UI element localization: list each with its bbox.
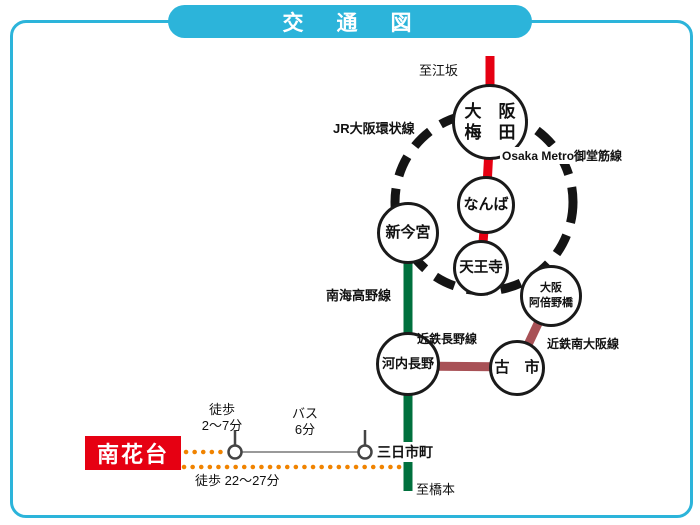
map-title-bar: 交 通 図 bbox=[168, 5, 532, 38]
station-osaka-umeda-line1: 大 阪 bbox=[464, 101, 516, 121]
walk-long-label: 徒歩 22〜27分 bbox=[195, 473, 280, 488]
map-title: 交 通 図 bbox=[282, 11, 418, 35]
station-namba: なんば bbox=[457, 176, 515, 234]
station-osaka-umeda: 大 阪 梅 田 bbox=[452, 84, 528, 160]
walk-short-word: 徒歩 bbox=[208, 402, 235, 417]
walk-short-time: 2〜7分 bbox=[201, 418, 243, 433]
station-abenobashi-line1: 大阪 bbox=[540, 282, 562, 295]
endpoint-to-hashimoto: 至橋本 bbox=[414, 479, 458, 498]
bus-label: バス 6分 bbox=[280, 406, 330, 438]
kintetsu-nagano-line-label: 近鉄長野線 bbox=[417, 332, 478, 346]
jr-loop-line-label: JR大阪環状線 bbox=[331, 118, 417, 137]
kintetsu-minami-osaka-line-label: 近鉄南大阪線 bbox=[547, 337, 620, 351]
station-shin-imamiya-label: 新今宮 bbox=[385, 223, 431, 241]
nankadai-box: 南花台 bbox=[85, 436, 181, 470]
station-osaka-abenobashi: 大阪 阿倍野橋 bbox=[520, 265, 582, 327]
bus-stop-icon-2 bbox=[357, 430, 373, 460]
station-kawachinagano-label: 河内長野 bbox=[381, 355, 434, 371]
station-furuichi-label: 古 市 bbox=[494, 358, 540, 376]
bus-stop-icon-1 bbox=[227, 430, 243, 460]
station-tennoji-label: 天王寺 bbox=[459, 259, 503, 276]
station-furuichi: 古 市 bbox=[489, 340, 545, 396]
station-tennoji: 天王寺 bbox=[453, 240, 509, 296]
station-shin-imamiya: 新今宮 bbox=[377, 202, 439, 264]
nankai-koya-line-label: 南海高野線 bbox=[326, 288, 392, 303]
station-namba-label: なんば bbox=[463, 195, 509, 213]
station-mikkaichicho-label: 三日市町 bbox=[375, 442, 435, 462]
midosuji-line-label: Osaka Metro御堂筋線 bbox=[500, 147, 625, 164]
nankadai-label: 南花台 bbox=[96, 442, 169, 467]
station-kawachinagano: 河内長野 bbox=[376, 332, 440, 396]
bus-time: 6分 bbox=[294, 422, 316, 437]
station-abenobashi-line2: 阿倍野橋 bbox=[529, 297, 573, 309]
walk-short-label: 徒歩 2〜7分 bbox=[186, 402, 258, 434]
endpoint-to-esaka: 至江坂 bbox=[419, 63, 459, 78]
bus-word: バス bbox=[291, 406, 318, 421]
station-osaka-umeda-line2: 梅 田 bbox=[464, 123, 516, 142]
